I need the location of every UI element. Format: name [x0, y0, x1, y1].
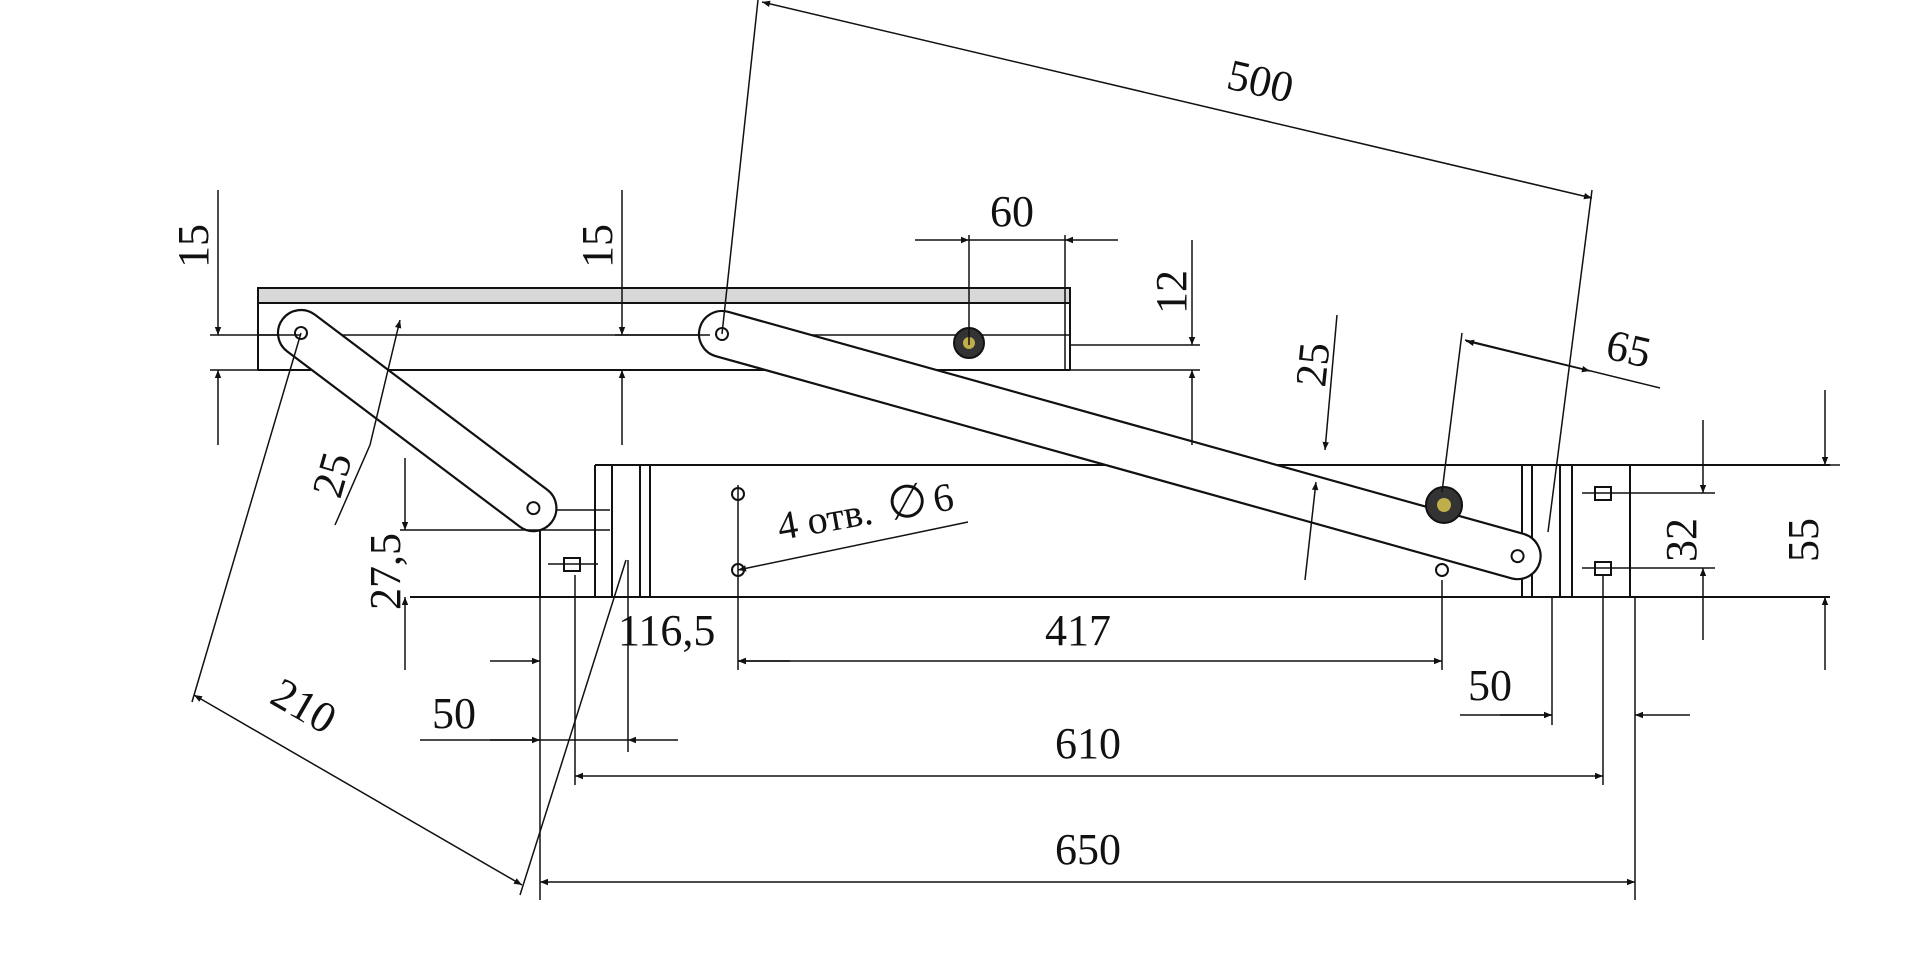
- dim-650: 650: [1055, 825, 1121, 874]
- rivet: [1425, 486, 1463, 524]
- base-plate: [410, 464, 1830, 598]
- dim-210: 210: [263, 668, 345, 743]
- dim-116-5: 116,5: [618, 606, 715, 655]
- dim-50-left: 50: [432, 689, 476, 738]
- diameter-symbol: ∅: [883, 473, 931, 530]
- dim-55: 55: [1779, 518, 1828, 562]
- dimension-lines: [191, 0, 1840, 900]
- dimension-labels: 15 15 500 60 12 25 65 25 27,5 32 55 116,…: [169, 50, 1828, 874]
- top-rail: [257, 287, 1200, 371]
- dim-27-5: 27,5: [361, 533, 410, 610]
- dim-610: 610: [1055, 719, 1121, 768]
- dim-65: 65: [1602, 320, 1656, 378]
- dim-25-right: 25: [1286, 340, 1339, 389]
- hole-note: 4 отв. ∅ 6: [774, 473, 957, 549]
- long-arm: [697, 309, 1542, 581]
- dim-15-mid: 15: [573, 224, 622, 268]
- short-arm: [276, 308, 558, 533]
- dim-15-left: 15: [169, 224, 218, 268]
- dim-12: 12: [1147, 270, 1196, 314]
- dim-60: 60: [990, 187, 1034, 236]
- dim-32: 32: [1657, 518, 1706, 562]
- dim-417: 417: [1045, 606, 1111, 655]
- dim-50-right: 50: [1468, 661, 1512, 710]
- dim-500: 500: [1223, 50, 1298, 113]
- hole-count-label: 4 отв.: [774, 488, 876, 549]
- dim-25-left: 25: [303, 447, 362, 503]
- hole-diameter-value: 6: [929, 474, 957, 522]
